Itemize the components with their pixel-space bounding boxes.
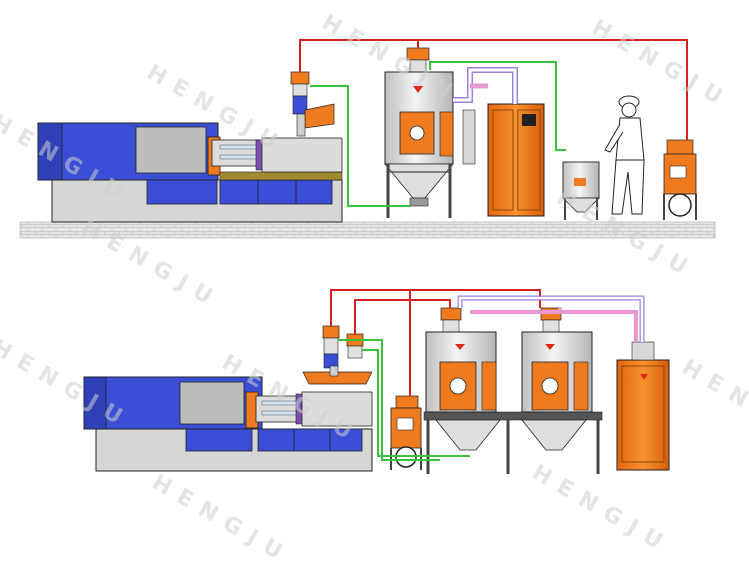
dehumidifying-hopper xyxy=(385,48,453,218)
floor-bricks xyxy=(20,222,715,238)
dehumidifying-hopper-a xyxy=(426,308,496,412)
hopper-icon xyxy=(291,72,334,136)
injection-molding-machine-2 xyxy=(84,377,372,471)
injection-molding-machine xyxy=(38,123,342,222)
plastic-drying-system-diagram xyxy=(0,0,749,519)
loader-icon-2 xyxy=(391,396,421,470)
top-system xyxy=(20,40,715,238)
material-bin xyxy=(563,162,599,220)
dehumidifying-hopper-b xyxy=(522,308,592,412)
worker-icon xyxy=(605,96,644,214)
dehumidifier-cabinet xyxy=(463,104,544,216)
bottom-system xyxy=(84,290,669,474)
loader-icon xyxy=(664,140,696,220)
dryer-stand xyxy=(424,412,602,474)
pipe-red-bottom-a xyxy=(331,290,540,326)
dehumidifier-cabinet-2 xyxy=(617,342,669,470)
hopper-icon-2 xyxy=(303,326,372,384)
pipe-red-bottom-b xyxy=(355,300,450,334)
